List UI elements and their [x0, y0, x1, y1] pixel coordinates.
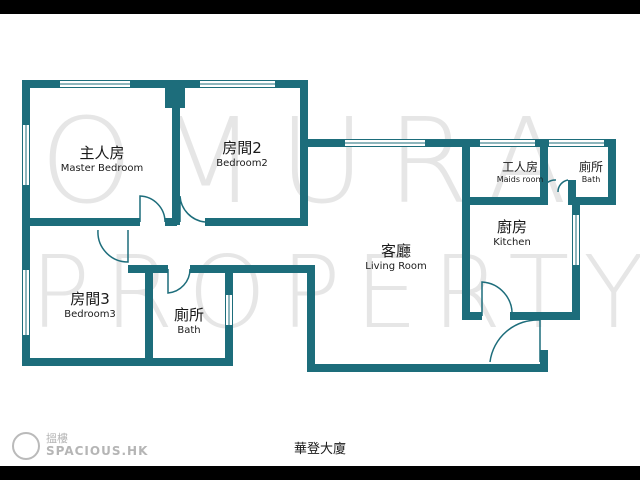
room-living-room-zh: 客廳: [380, 242, 412, 260]
bottom-black-bar: [0, 466, 640, 480]
room-bath-left: 廁所 Bath: [174, 306, 204, 337]
wall-kitchen-bottom-right: [510, 312, 580, 320]
wall-maids-bottom: [462, 197, 542, 205]
wall-bottom-left: [22, 358, 232, 366]
wall-bedroom2-right: [300, 80, 308, 225]
wall-bottom-living: [307, 364, 542, 372]
wall-living-left: [307, 265, 315, 372]
room-kitchen-zh: 廚房: [496, 218, 527, 236]
doors: [97, 179, 569, 363]
wall-bath-top-left: [128, 265, 168, 273]
wall-bath-top-right: [190, 265, 315, 273]
wall-master-bedroom2-divider: [172, 100, 180, 225]
room-maids-zh: 工人房: [501, 160, 539, 174]
spacious-logo-icon: [12, 432, 40, 460]
wall-top-right: [300, 139, 615, 147]
room-bath-left-zh: 廁所: [173, 306, 205, 324]
wall-left-joint: [22, 218, 30, 228]
wall-kitchen-left: [462, 139, 470, 317]
wall-master-bottom-left: [22, 218, 140, 226]
wall-bath-right-bottom: [568, 197, 616, 205]
wall-top-outer: [22, 80, 307, 88]
building-name: 華登大廈: [293, 442, 347, 457]
wall-kitchen-bottom-left: [462, 312, 482, 320]
watermark-line-2: PROPERTY: [30, 234, 640, 351]
room-bedroom2: 房間2 Bedroom2: [216, 139, 268, 170]
room-bedroom3: 房間3 Bedroom3: [64, 290, 116, 321]
door-bedroom3: [97, 229, 129, 263]
room-maids: 工人房 Maids room: [497, 160, 544, 185]
door-main-entrance: [489, 319, 541, 363]
room-living-room: 客廳 Living Room: [365, 242, 426, 273]
room-bedroom3-zh: 房間3: [70, 290, 110, 308]
wall-master-bottom-right: [165, 218, 177, 226]
door-bath-left: [167, 268, 191, 294]
door-kitchen: [481, 281, 513, 317]
room-kitchen-en: Kitchen: [493, 236, 531, 248]
room-bath-right-en: Bath: [581, 175, 601, 184]
room-master-bedroom: 主人房 Master Bedroom: [61, 144, 144, 175]
room-bath-left-en: Bath: [177, 324, 201, 336]
room-master-bedroom-en: Master Bedroom: [60, 162, 144, 174]
room-bedroom2-en: Bedroom2: [216, 157, 268, 169]
room-bedroom3-en: Bedroom3: [64, 308, 116, 320]
room-bedroom2-zh: 房間2: [222, 139, 262, 157]
spacious-logo: 搵樓 SPACIOUS.HK: [12, 430, 147, 464]
wall-bath-right-inner: [568, 180, 576, 205]
door-bath-right: [557, 179, 569, 193]
wall-bottom-stub: [540, 350, 548, 372]
wall-bedroom2-bottom: [205, 218, 308, 226]
door-maids: [541, 179, 557, 191]
logo-en: SPACIOUS.HK: [46, 444, 149, 458]
room-bath-right-zh: 廁所: [578, 160, 604, 174]
windows: [23, 81, 604, 335]
door-bedroom2: [179, 195, 206, 223]
wall-bath-right-outer: [608, 139, 616, 205]
logo-zh: 搵樓: [46, 432, 68, 445]
room-maids-en: Maids room: [496, 175, 544, 184]
wall-bath-left: [145, 265, 153, 365]
room-master-bedroom-zh: 主人房: [79, 144, 125, 162]
wall-maids-right: [540, 139, 548, 205]
top-black-bar: [0, 0, 640, 14]
room-bath-right: 廁所 Bath: [579, 160, 603, 185]
room-living-room-en: Living Room: [365, 260, 427, 272]
door-master-bedroom: [139, 195, 166, 223]
room-kitchen: 廚房 Kitchen: [493, 218, 531, 249]
